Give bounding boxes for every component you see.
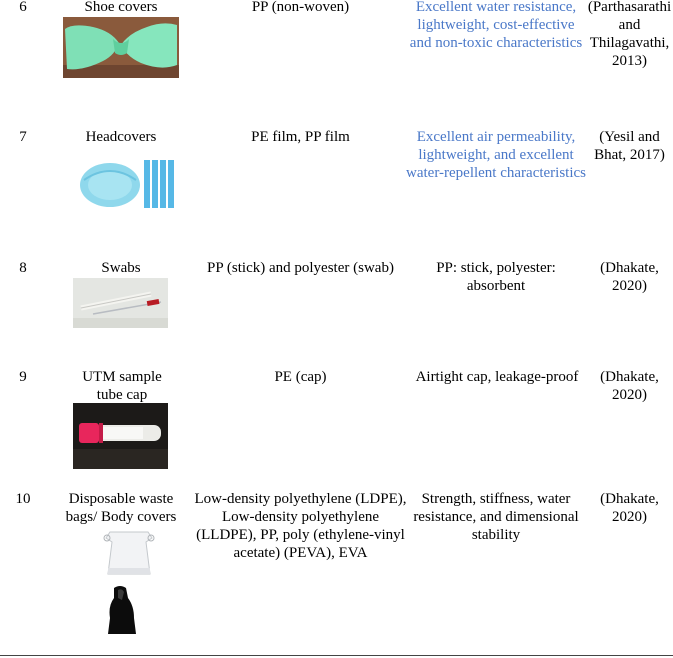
- material-text: PP (non-woven): [251, 0, 350, 15]
- body-cover-image: [104, 584, 138, 636]
- shoe-covers-image: [63, 17, 179, 78]
- headcovers-image: [78, 158, 176, 210]
- row-number: 9: [19, 369, 27, 385]
- material-text: PE film, PP film: [251, 129, 350, 145]
- properties-text: Excellent air permeability, lightweight,…: [406, 129, 587, 181]
- product-name: UTM sample tube cap: [82, 369, 162, 403]
- product-name: Disposable waste bags/ Body covers: [65, 491, 177, 525]
- material-text: Low-density polyethylene (LDPE), Low-den…: [194, 491, 407, 561]
- material-text: PP (stick) and polyester (swab): [207, 260, 394, 276]
- reference-text: (Dhakate, 2020): [600, 369, 659, 403]
- product-name: Headcovers: [85, 129, 157, 145]
- swabs-image: [73, 278, 168, 328]
- product-name: Swabs: [101, 260, 141, 276]
- row-number: 6: [19, 0, 27, 15]
- properties-text: PP: stick, polyester: absorbent: [436, 260, 556, 294]
- row-number: 7: [19, 129, 27, 145]
- properties-text: Airtight cap, leakage-proof: [415, 369, 579, 385]
- reference-text: (Yesil and Bhat, 2017): [594, 129, 665, 163]
- properties-text: Strength, stiffness, water resistance, a…: [413, 491, 579, 543]
- reference-text: (Parthasarathi and Thilagavathi, 2013): [587, 0, 672, 69]
- waste-bag-image: [100, 530, 158, 576]
- product-name: Shoe covers: [84, 0, 158, 15]
- properties-text: Excellent water resistance, lightweight,…: [409, 0, 583, 51]
- reference-text: (Dhakate, 2020): [600, 260, 659, 294]
- table-bottom-rule: [0, 655, 673, 656]
- reference-text: (Dhakate, 2020): [600, 491, 659, 525]
- row-number: 8: [19, 260, 27, 276]
- utm-tube-cap-image: [73, 403, 168, 469]
- row-number: 10: [15, 491, 31, 507]
- material-text: PE (cap): [274, 369, 327, 385]
